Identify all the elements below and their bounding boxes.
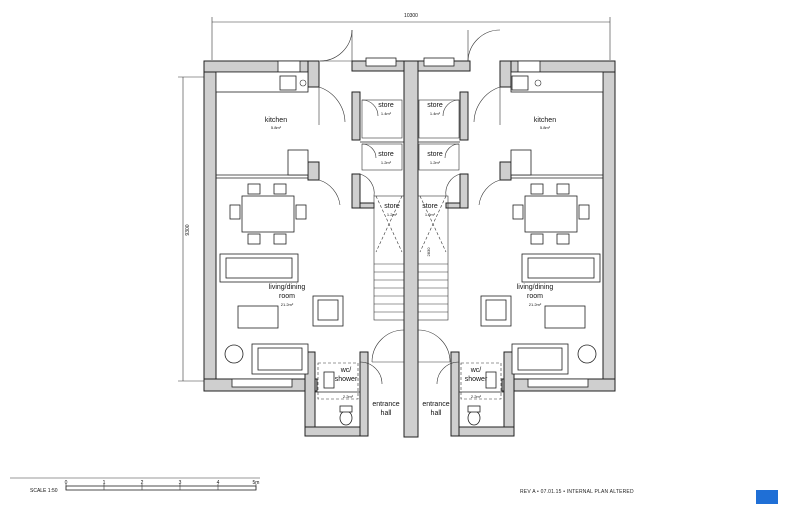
stair-treads: 2830 xyxy=(374,247,448,313)
kitchen-label: kitchen xyxy=(265,117,287,124)
hall-label-1: entrance xyxy=(422,401,449,408)
store-top-area: 1.4m² xyxy=(381,111,392,116)
living-label-2: room xyxy=(279,293,295,300)
wc-label-2: shower xyxy=(465,376,488,383)
stair-dimension-label: 2830 xyxy=(426,247,431,257)
right-unit-walls xyxy=(417,60,616,437)
toilet-icon xyxy=(339,410,353,426)
living-label-1: living/dining xyxy=(517,284,554,291)
wc-label-2: shower xyxy=(335,376,358,383)
hall-label-1: entrance xyxy=(372,401,399,408)
sink-icon xyxy=(279,75,297,91)
store-top-area: 1.4m² xyxy=(430,111,441,116)
store-stair-area: 1.2m² xyxy=(425,212,436,217)
store-mid-label: store xyxy=(427,151,443,158)
kitchen-label: kitchen xyxy=(534,117,556,124)
store-mid-area: 1.2m² xyxy=(381,160,392,165)
left-furniture xyxy=(215,71,353,426)
sink-icon xyxy=(511,75,529,91)
living-area: 21.2m² xyxy=(529,302,542,307)
living-label-1: living/dining xyxy=(269,284,306,291)
living-area: 21.2m² xyxy=(281,302,294,307)
scale-bar: SCALE 1:50 0 1 2 3 4 5m xyxy=(10,477,260,494)
logo-icon xyxy=(756,490,778,504)
kitchen-area: 5.8m² xyxy=(271,125,282,130)
wc-area: 2.2m² xyxy=(471,394,482,399)
store-stair-label: store xyxy=(422,203,438,210)
dimension-top: 10300 xyxy=(211,13,611,60)
hall-label-2: hall xyxy=(381,410,392,417)
store-mid-label: store xyxy=(378,151,394,158)
scale-tick-4: 4 xyxy=(217,480,220,486)
wc-label-1: wc/ xyxy=(340,367,352,374)
store-top-label: store xyxy=(378,102,394,109)
dimension-left: 9300 xyxy=(178,76,205,382)
store-stair-area: 1.2m² xyxy=(387,212,398,217)
doors xyxy=(318,29,501,385)
width-dimension-label: 10300 xyxy=(404,13,418,19)
scale-tick-5: 5m xyxy=(253,480,260,486)
right-furniture xyxy=(467,71,604,426)
living-label-2: room xyxy=(527,293,543,300)
toilet-icon xyxy=(467,410,481,426)
interior-partitions xyxy=(216,99,603,400)
scale-tick-1: 1 xyxy=(103,480,106,486)
scale-tick-3: 3 xyxy=(179,480,182,486)
scale-label: SCALE 1:50 xyxy=(30,488,58,494)
scale-tick-0: 0 xyxy=(65,480,68,486)
wc-area: 2.2m² xyxy=(343,394,354,399)
wc-label-1: wc/ xyxy=(470,367,482,374)
right-room-labels: kitchen 5.8m² store 1.4m² store 1.2m² st… xyxy=(422,102,556,417)
windows xyxy=(231,57,589,388)
revision-note: REV A • 07.01.15 • INTERNAL PLAN ALTERED xyxy=(520,489,634,495)
store-stair-label: store xyxy=(384,203,400,210)
kitchen-area: 5.8m² xyxy=(540,125,551,130)
store-top-label: store xyxy=(427,102,443,109)
hall-label-2: hall xyxy=(431,410,442,417)
height-dimension-label: 9300 xyxy=(185,224,191,235)
scale-tick-2: 2 xyxy=(141,480,144,486)
store-mid-area: 1.2m² xyxy=(430,160,441,165)
left-room-labels: kitchen 5.8m² store 1.4m² store 1.2m² st… xyxy=(265,102,400,417)
